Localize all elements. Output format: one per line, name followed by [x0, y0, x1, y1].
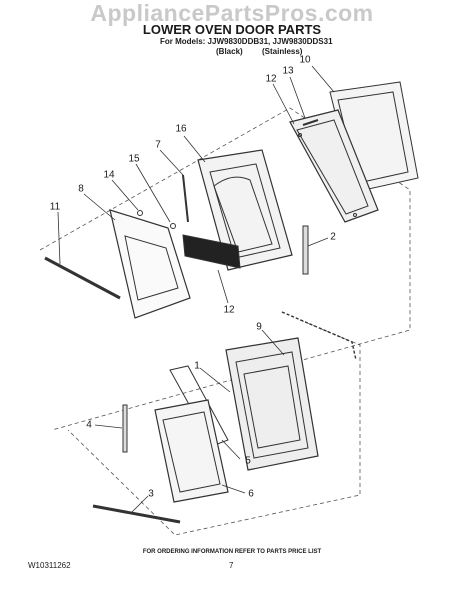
- callout-4: 4: [86, 419, 92, 431]
- variant-black: (Black): [216, 47, 243, 56]
- callout-12-upper: 12: [265, 73, 277, 85]
- callout-15: 15: [128, 153, 140, 165]
- part-fastener-15: [170, 223, 176, 229]
- part-window-frame: [154, 399, 229, 503]
- callout-1: 1: [194, 360, 200, 372]
- callout-6: 6: [248, 488, 254, 500]
- callout-2: 2: [330, 231, 336, 243]
- callout-13: 13: [282, 65, 294, 77]
- variant-stainless: (Stainless): [262, 47, 303, 56]
- callout-10: 10: [299, 54, 311, 66]
- part-bottom-trim: [92, 504, 181, 524]
- part-handle: [44, 256, 121, 300]
- page-number: 7: [229, 561, 234, 570]
- callout-12-lower: 12: [223, 304, 235, 316]
- callout-7: 7: [155, 139, 161, 151]
- document-number: W10311262: [28, 561, 71, 570]
- callout-8: 8: [78, 183, 84, 195]
- watermark: AppliancePartsPros.com: [90, 0, 374, 26]
- callout-16: 16: [175, 123, 187, 135]
- leader-lines: [57, 65, 335, 513]
- part-strip-4: [122, 404, 128, 453]
- part-panel-bar: [182, 234, 241, 269]
- part-door-liner: [197, 149, 293, 271]
- callout-3: 3: [148, 488, 154, 500]
- models-line: For Models: JJW9830DDB31, JJW9830DDS31: [160, 37, 333, 46]
- page-title: LOWER OVEN DOOR PARTS: [142, 22, 322, 37]
- part-hinge-bracket: [302, 225, 309, 275]
- part-gasket: [281, 311, 357, 361]
- part-inner-frame: [289, 109, 379, 223]
- callout-14: 14: [103, 169, 115, 181]
- callout-9: 9: [256, 321, 262, 333]
- callout-11: 11: [49, 201, 61, 213]
- part-inner-door: [225, 337, 319, 471]
- ordering-note: FOR ORDERING INFORMATION REFER TO PARTS …: [142, 549, 322, 555]
- part-strip-7: [182, 174, 189, 223]
- part-fastener-14: [137, 210, 143, 216]
- part-door-glass: [109, 209, 191, 319]
- callout-5: 5: [245, 455, 251, 467]
